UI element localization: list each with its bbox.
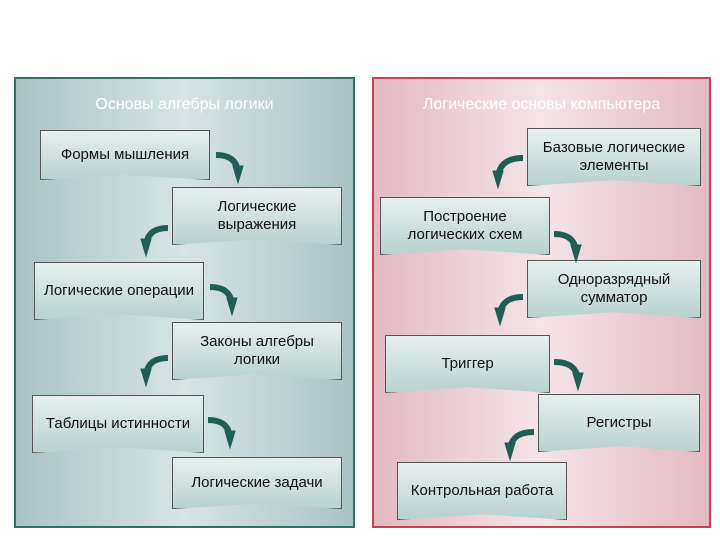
box-trigger: Триггер: [385, 335, 550, 393]
box-one-bit-adder: Одноразрядный сумматор: [527, 260, 701, 318]
box-logic-problems: Логические задачи: [172, 457, 342, 509]
box-truth-tables: Таблицы истинности: [32, 395, 204, 453]
box-logical-operations: Логические операции: [34, 262, 204, 320]
box-registers: Регистры: [538, 394, 700, 452]
right-panel-title: Логические основы компьютера: [422, 96, 661, 113]
box-forms-of-thinking: Формы мышления: [40, 130, 210, 180]
box-building-logic-circuits: Построение логических схем: [380, 197, 550, 255]
box-basic-logic-elements: Базовые логические элементы: [527, 128, 701, 186]
box-test-work: Контрольная работа: [397, 462, 567, 520]
left-panel-title: Основы алгебры логики: [95, 96, 274, 113]
box-logical-expressions: Логические выражения: [172, 187, 342, 245]
box-laws-of-logic-algebra: Законы алгебры логики: [172, 322, 342, 380]
